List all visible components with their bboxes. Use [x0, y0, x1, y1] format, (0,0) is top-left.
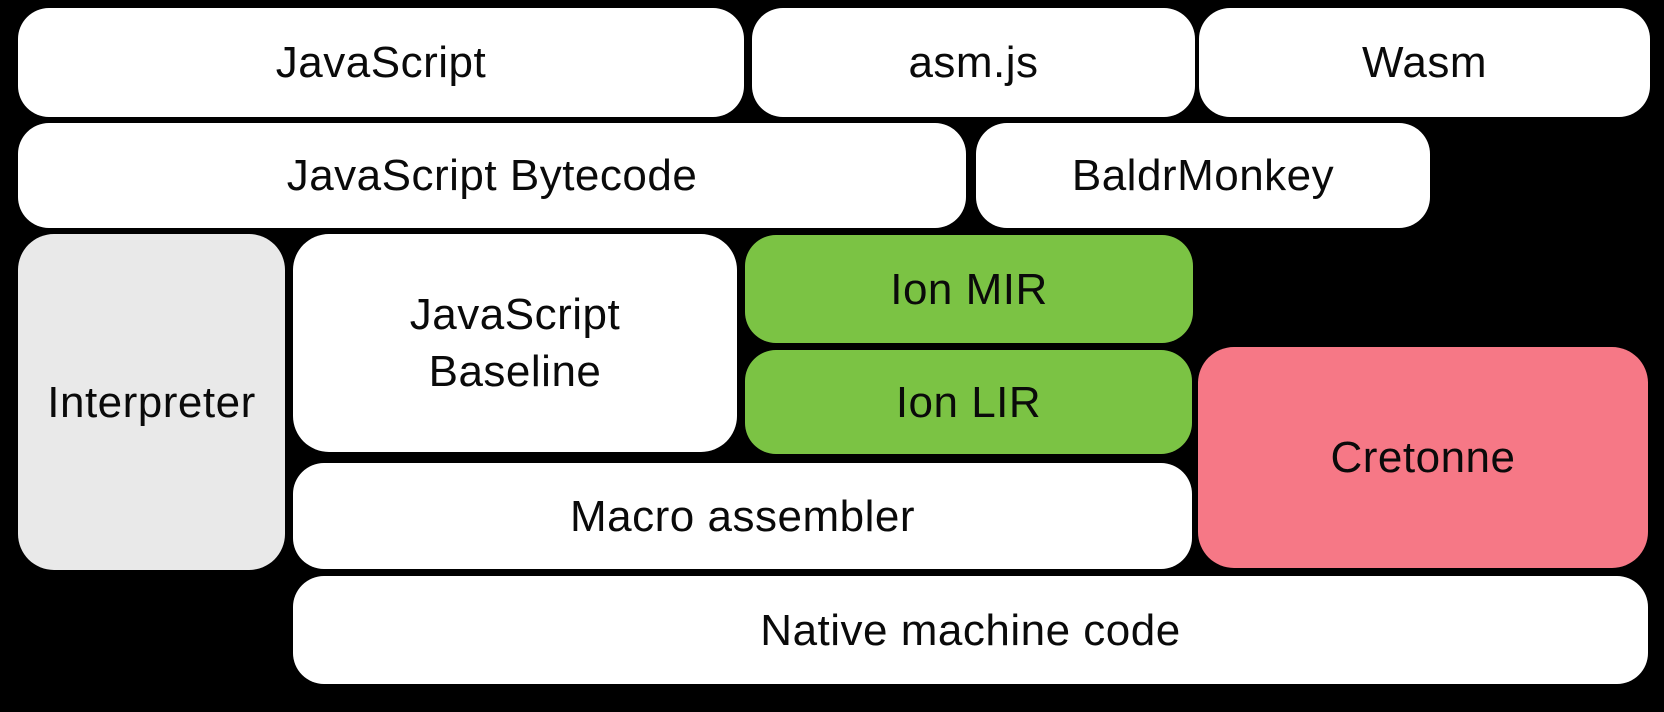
box-javascript-label: JavaScript	[275, 38, 487, 87]
box-interpreter: Interpreter	[18, 234, 285, 570]
box-cretonne-label: Cretonne	[1330, 433, 1516, 482]
box-javascript-baseline-label-line2: Baseline	[428, 347, 602, 396]
box-wasm: Wasm	[1199, 8, 1650, 117]
box-ion-mir-label: Ion MIR	[890, 264, 1048, 314]
box-macro-assembler-label: Macro assembler	[570, 491, 915, 541]
box-baldrmonkey: BaldrMonkey	[976, 123, 1430, 228]
box-macro-assembler: Macro assembler	[293, 463, 1192, 569]
box-interpreter-label: Interpreter	[47, 377, 256, 427]
box-native-machine-code-label: Native machine code	[760, 605, 1181, 655]
box-javascript-baseline-label-line1: JavaScript	[409, 290, 621, 339]
box-native-machine-code: Native machine code	[293, 576, 1648, 684]
box-wasm-label: Wasm	[1361, 38, 1488, 87]
box-baldrmonkey-label: BaldrMonkey	[1071, 151, 1335, 200]
box-javascript-bytecode-label: JavaScript Bytecode	[286, 151, 698, 200]
box-ion-lir: Ion LIR	[745, 350, 1192, 454]
box-javascript-bytecode: JavaScript Bytecode	[18, 123, 966, 228]
box-cretonne: Cretonne	[1198, 347, 1648, 568]
box-asmjs: asm.js	[752, 8, 1195, 117]
box-ion-mir: Ion MIR	[745, 235, 1193, 343]
box-javascript: JavaScript	[18, 8, 744, 117]
box-asmjs-label: asm.js	[908, 38, 1039, 87]
box-ion-lir-label: Ion LIR	[895, 377, 1042, 427]
box-javascript-baseline: JavaScript Baseline	[293, 234, 737, 452]
